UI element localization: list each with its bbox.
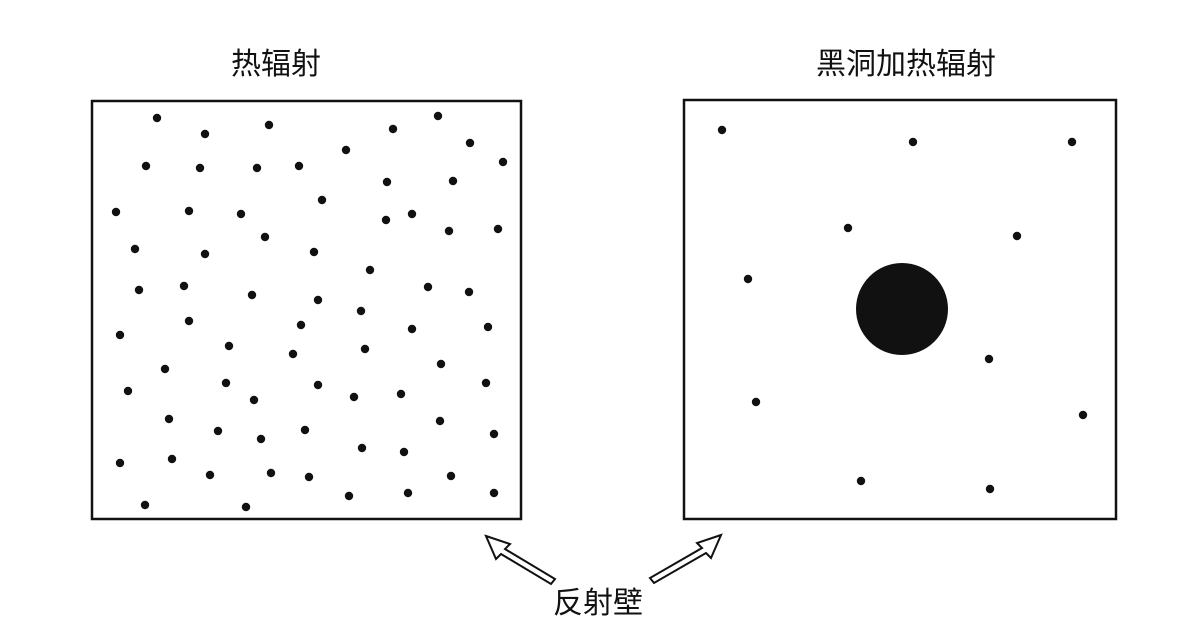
left-particle — [423, 282, 433, 292]
left-particle — [221, 378, 231, 388]
left-particle — [200, 129, 210, 139]
left-particle — [256, 434, 266, 444]
left-particle — [313, 295, 323, 305]
left-particle — [465, 138, 475, 148]
left-particle — [184, 206, 194, 216]
left-particle — [381, 215, 391, 225]
left-particle — [164, 414, 174, 424]
left-particle — [141, 161, 151, 171]
left-particle — [184, 316, 194, 326]
left-particle — [179, 281, 189, 291]
left-particle — [498, 157, 508, 167]
left-particle — [448, 176, 458, 186]
left-particle — [388, 124, 398, 134]
right-panel-title: 黑洞加热辐射 — [816, 47, 996, 82]
left-particle — [444, 226, 454, 236]
left-particle — [341, 145, 351, 155]
left-particle — [489, 488, 499, 498]
right-particle — [751, 397, 761, 407]
left-particle — [247, 290, 257, 300]
left-particle — [313, 380, 323, 390]
left-particles — [111, 111, 508, 512]
left-box — [90, 99, 523, 521]
right-particle — [843, 223, 853, 233]
left-particle — [304, 472, 314, 482]
left-particle — [115, 458, 125, 468]
left-particle — [435, 416, 445, 426]
left-particle — [360, 344, 370, 354]
left-particle — [205, 470, 215, 480]
right-particle — [1078, 410, 1088, 420]
left-particle — [249, 395, 259, 405]
left-particle — [213, 426, 223, 436]
right-particle — [1067, 137, 1077, 147]
left-particle — [344, 491, 354, 501]
reflecting-wall-label: 反射壁 — [553, 586, 643, 621]
right-particle — [743, 274, 753, 284]
left-particle — [167, 454, 177, 464]
left-particle — [403, 488, 413, 498]
left-particle — [288, 349, 298, 359]
left-particle — [134, 285, 144, 295]
left-particle — [365, 265, 375, 275]
arrow-to-right-wall — [648, 533, 723, 585]
left-particle — [115, 330, 125, 340]
left-particle — [396, 389, 406, 399]
left-particle — [224, 341, 234, 351]
left-particle — [309, 247, 319, 257]
left-particle — [399, 447, 409, 457]
right-particles — [717, 125, 1088, 494]
left-particle — [481, 378, 491, 388]
left-particle — [236, 209, 246, 219]
left-particle — [260, 232, 270, 242]
left-particle — [111, 207, 121, 217]
right-particle — [856, 476, 866, 486]
left-particle — [407, 324, 417, 334]
left-particle — [123, 386, 133, 396]
left-particle — [264, 120, 274, 130]
right-box — [682, 98, 1118, 521]
left-particle — [152, 113, 162, 123]
left-particle — [433, 111, 443, 121]
left-particle — [436, 359, 446, 369]
left-particle — [382, 177, 392, 187]
left-particle — [357, 443, 367, 453]
left-particle — [300, 425, 310, 435]
left-particle — [446, 471, 456, 481]
left-particle — [266, 468, 276, 478]
right-particle — [1012, 231, 1022, 241]
left-particle — [356, 306, 366, 316]
right-particle — [908, 137, 918, 147]
left-particle — [195, 163, 205, 173]
left-particle — [241, 502, 251, 512]
left-particle — [200, 249, 210, 259]
left-particle — [296, 320, 306, 330]
left-particle — [483, 322, 493, 332]
left-particle — [489, 429, 499, 439]
left-particle — [294, 161, 304, 171]
left-panel-title: 热辐射 — [231, 47, 321, 82]
left-particle — [407, 209, 417, 219]
right-particle — [985, 484, 995, 494]
black-hole — [856, 263, 948, 355]
right-particle — [717, 125, 727, 135]
left-particle — [317, 195, 327, 205]
arrow-to-left-wall — [484, 534, 557, 586]
left-particle — [464, 287, 474, 297]
left-particle — [130, 244, 140, 254]
left-particle — [252, 163, 262, 173]
left-particle — [349, 392, 359, 402]
left-particle — [160, 364, 170, 374]
left-particle — [140, 500, 150, 510]
right-particle — [984, 354, 994, 364]
left-particle — [493, 224, 503, 234]
